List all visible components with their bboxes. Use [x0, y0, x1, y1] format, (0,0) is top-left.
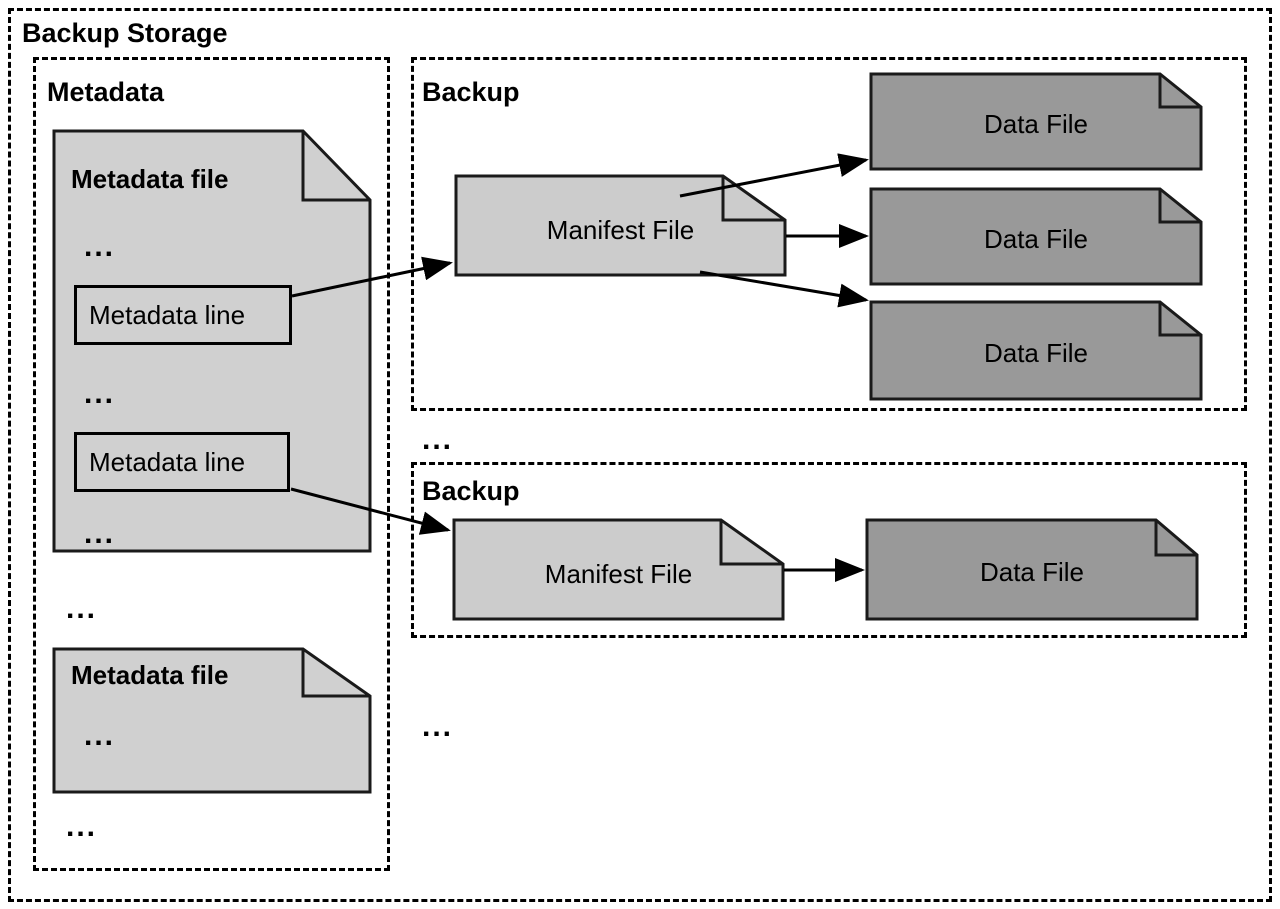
data-file-2-1[interactable]: Data File [865, 518, 1199, 621]
metadata-line-2-label: Metadata line [89, 446, 246, 477]
backup-2-title: Backup [422, 476, 520, 506]
manifest-file-2-label: Manifest File [544, 559, 693, 589]
data-file-1-1[interactable]: Data File [869, 72, 1203, 171]
backup-storage-title: Backup Storage [22, 18, 228, 48]
metadata-container [33, 57, 390, 871]
backup-container-1 [411, 57, 1247, 411]
data-file-1-3-shape [869, 300, 1203, 401]
metadata-file-1-ellipsis-bottom: ... [84, 517, 116, 550]
data-file-1-2[interactable]: Data File [869, 187, 1203, 286]
data-file-1-3-label: Data File [983, 338, 1089, 368]
manifest-file-1[interactable]: Manifest File [454, 174, 787, 277]
metadata-file-2[interactable]: Metadata file ... [52, 647, 372, 794]
data-file-1-1-shape [869, 72, 1203, 171]
manifest-file-2[interactable]: Manifest File [452, 518, 785, 621]
metadata-file-1-ellipsis-middle: ... [84, 377, 116, 410]
data-file-1-1-label: Data File [983, 109, 1089, 139]
metadata-file-1-ellipsis-top: ... [84, 230, 116, 263]
data-file-1-3[interactable]: Data File [869, 300, 1203, 401]
metadata-file-2-label: Metadata file [71, 660, 229, 690]
manifest-file-2-shape [452, 518, 785, 621]
metadata-line-1-label: Metadata line [89, 299, 246, 330]
data-file-2-1-label: Data File [979, 557, 1085, 587]
metadata-title: Metadata [47, 77, 165, 107]
data-file-2-1-shape [865, 518, 1199, 621]
backup-ellipsis-between: ... [422, 423, 454, 456]
data-file-1-2-shape [869, 187, 1203, 286]
metadata-line-1[interactable]: Metadata line [74, 285, 292, 345]
metadata-ellipsis-bottom: ... [66, 810, 98, 843]
manifest-file-1-shape [454, 174, 787, 277]
backup-ellipsis-bottom: ... [422, 710, 454, 743]
backup-storage-container [8, 8, 1272, 902]
metadata-ellipsis-between-files: ... [66, 592, 98, 625]
metadata-line-2[interactable]: Metadata line [74, 432, 290, 492]
backup-container-2 [411, 462, 1247, 638]
metadata-file-2-shape [52, 647, 372, 794]
metadata-file-1-label: Metadata file [71, 164, 229, 194]
manifest-file-1-label: Manifest File [546, 215, 695, 245]
backup-1-title: Backup [422, 77, 520, 107]
data-file-1-2-label: Data File [983, 224, 1089, 254]
metadata-file-2-ellipsis: ... [84, 719, 116, 752]
